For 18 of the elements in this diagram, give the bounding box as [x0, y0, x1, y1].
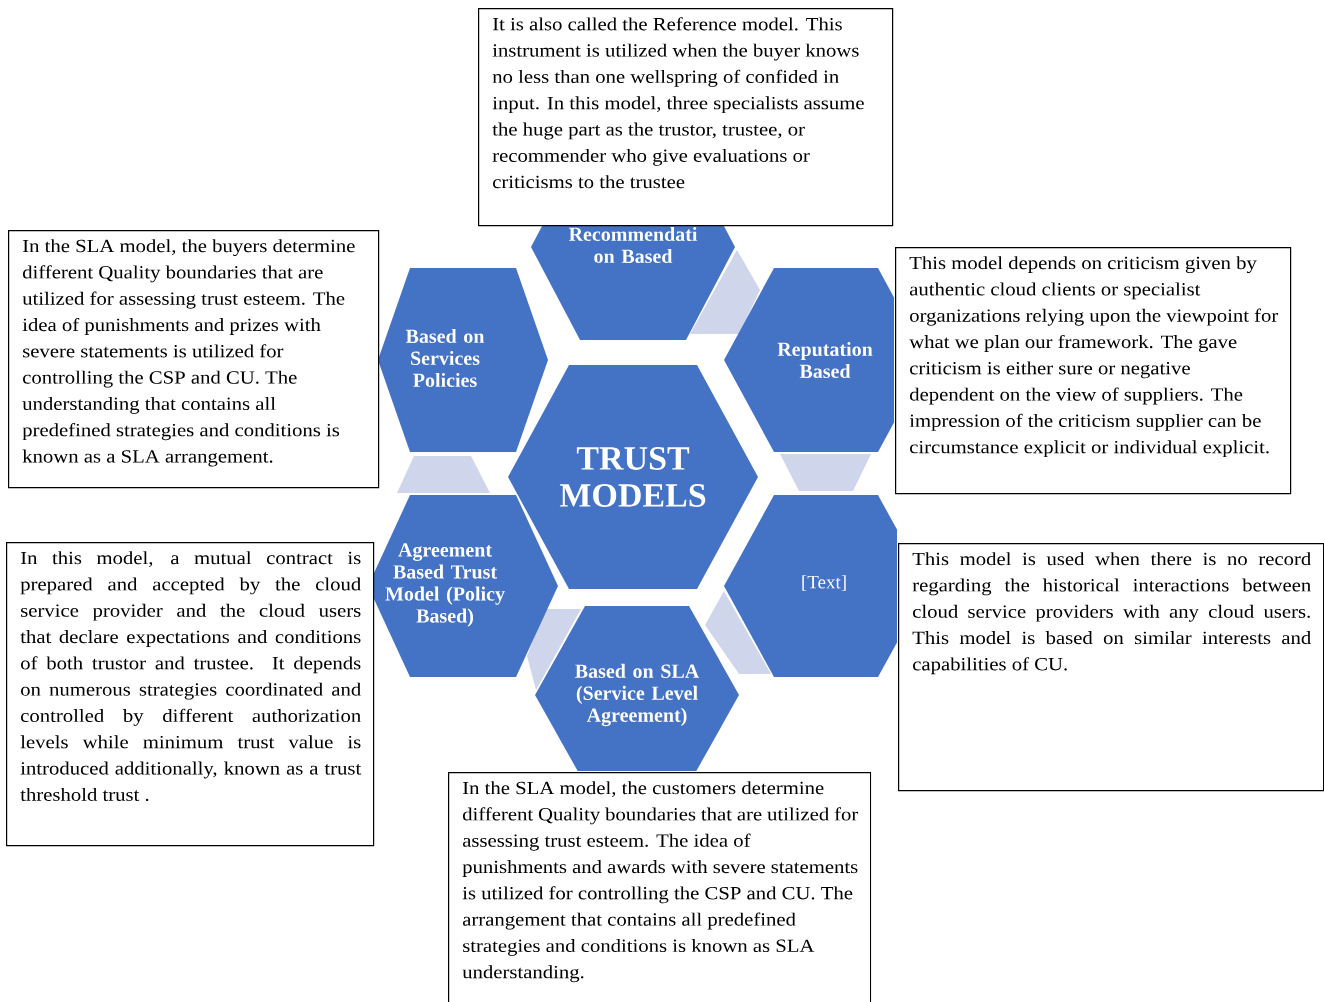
node-label: TRUST MODELS — [559, 447, 706, 507]
connector-band — [705, 591, 771, 674]
connector-band — [397, 456, 490, 493]
connector-band — [690, 250, 760, 334]
text-box: This model depends on criticism given by authentic cloud clients or specialist organizations relying upon the viewpoint for what we plan our framework. The gave criticism is either sure or negative dependent on the view of suppliers. The impression of the criticism supplier can be circumstance explicit or individual explicit. — [895, 247, 1292, 495]
hexagon: Based on Services Policies — [379, 268, 548, 452]
text-box: It is also called the Reference model. This instrument is utilized when the buyer knows no less than one wellspring of confided in input. In this model, three specialists assume the huge part as the trustor, trustee, or recommender who give evaluations or criticisms to the trustee — [478, 8, 894, 227]
hexagon: Recommendati on Based — [531, 226, 735, 340]
hexagon: TRUST MODELS — [508, 365, 758, 589]
text-box: In this model, a mutual contract is prepared and accepted by the cloud service provider and the cloud users that declare expectations and conditions of both trustor and trustee. It depends on numerous strategies coordinated and controlled by different authorization levels while minimum trust value is introduced additionally, known as a trust threshold trust . — [6, 542, 375, 847]
text-box: This model is used when there is no record regarding the historical interactions between cloud service providers with any cloud users. This model is based on similar interests and capabilities of CU. — [898, 543, 1324, 792]
hexagon: Based on SLA (Service Level Agreement) — [535, 606, 739, 771]
hexagon: Reputation Based — [724, 268, 894, 452]
hexagon: Agreement Based Trust Model (Policy Based) — [374, 495, 558, 677]
connector-band — [780, 454, 871, 491]
text-box: In the SLA model, the customers determine different Quality boundaries that are utilized for assessing trust esteem. The idea of punishments and awards with severe statements is utilized for controlling the CSP and CU. The arrangement that contains all predefined strategies and conditions is known as SLA understanding. — [448, 772, 872, 1002]
hexagon: [Text] — [724, 495, 897, 677]
text-box: In the SLA model, the buyers determine different Quality boundaries that are utilized for assessing trust esteem. The idea of punishments and prizes with severe statements is utilized for controlling the CSP and CU. The understanding that contains all predefined strategies and conditions is known as a SLA arrangement. — [8, 230, 380, 489]
